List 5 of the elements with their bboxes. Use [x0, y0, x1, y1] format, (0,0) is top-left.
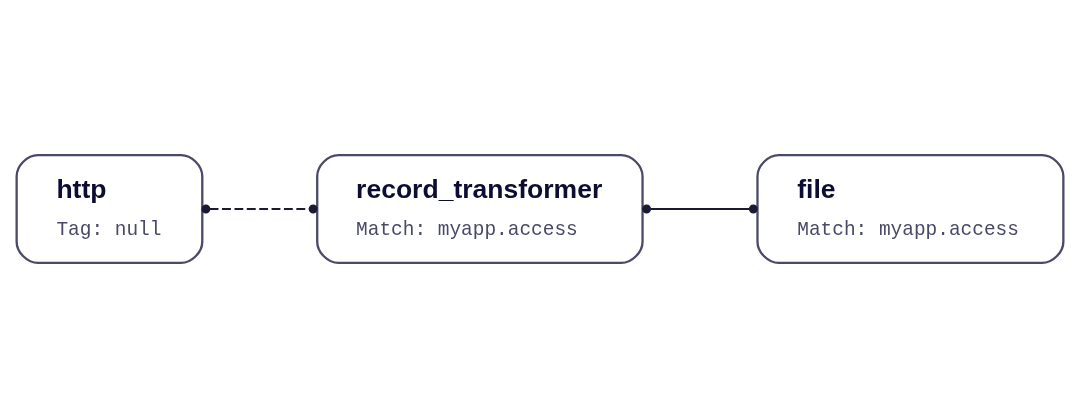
node-box: http Tag: null [15, 153, 204, 264]
connector [201, 204, 318, 213]
node-box: record_transformer Match: myapp.access [316, 153, 644, 264]
connector [642, 204, 758, 213]
node-box: file Match: myapp.access [756, 153, 1065, 264]
